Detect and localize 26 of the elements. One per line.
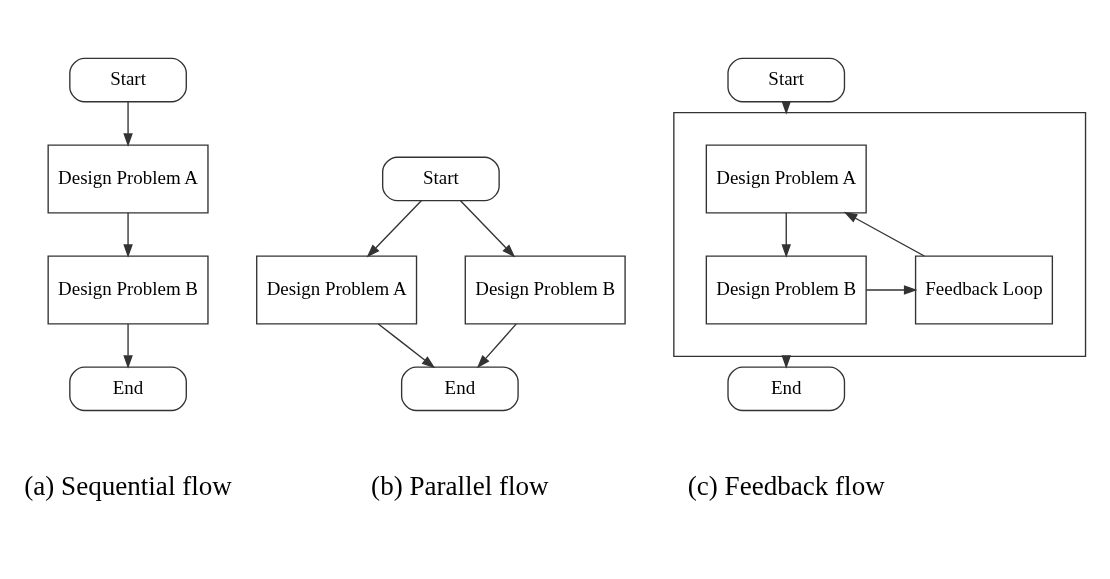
node-box: End [727,366,846,411]
arrow [476,322,517,368]
node-box: Start [69,57,187,102]
arrow [377,322,436,368]
arrow [366,199,422,257]
label: (b) Parallel flow [371,470,549,500]
node-box: Design Problem B [464,254,626,325]
cluster [673,111,1087,357]
arrow [123,211,133,258]
arrow [865,284,918,295]
node-box: Design Problem B [47,254,209,325]
arrow [843,211,925,257]
node-box: Design Problem A [256,254,418,325]
node-box: End [400,366,519,411]
arrow [123,100,133,147]
label: (a) Sequential flow [24,470,232,500]
arrow [123,322,133,369]
label: (c) Feedback flow [687,470,885,500]
node-box: Design Problem A [47,143,209,213]
node-box: Start [382,156,500,201]
node-box: Feedback Loop [914,254,1054,325]
node-box: Design Problem A [705,143,867,213]
node-box: Design Problem B [705,254,867,325]
node-box: End [69,366,187,411]
arrow [459,199,516,257]
arrow [781,211,791,258]
